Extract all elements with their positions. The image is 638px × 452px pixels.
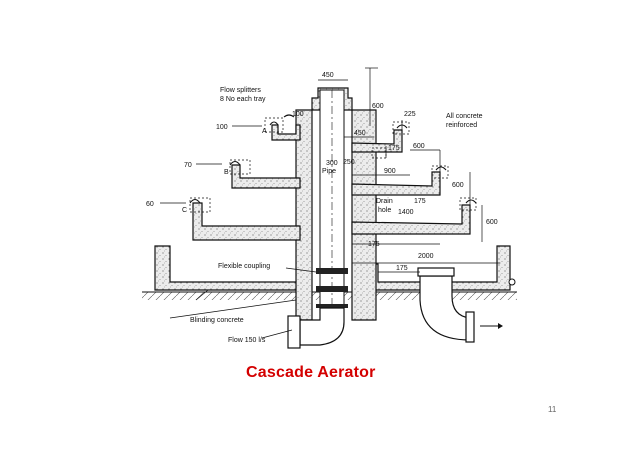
label-flow-splitters-1: Flow splitters	[220, 87, 261, 94]
tray-c-left	[192, 202, 301, 241]
dim-100-a: 100	[292, 111, 304, 118]
tray-a-left	[271, 124, 301, 141]
label-blinding-concrete: Blinding concrete	[190, 317, 244, 324]
label-drain-2: hole	[378, 207, 391, 214]
label-tray-c: C	[182, 207, 187, 214]
label-pipe-word: Pipe	[322, 168, 336, 175]
dim-600-r2: 600	[452, 182, 464, 189]
dimension-lines	[160, 67, 500, 339]
label-all-concrete-2: reinforced	[446, 122, 477, 129]
page-number: 11	[548, 405, 557, 414]
dim-60: 60	[146, 201, 154, 208]
dim-1400: 1400	[398, 209, 414, 216]
outlet-pipe	[417, 267, 516, 343]
dim-100-gap: 100	[216, 124, 228, 131]
label-tray-b: B	[224, 169, 229, 176]
tray-b-left	[231, 164, 301, 189]
dim-175-b: 175	[414, 198, 426, 205]
dim-250: 250	[343, 159, 355, 166]
label-drain-1: Drain	[376, 198, 393, 205]
dim-450-mid: 450	[354, 130, 366, 137]
dim-600-r3: 600	[486, 219, 498, 226]
dim-225: 225	[404, 111, 416, 118]
dim-600-top: 600	[372, 103, 384, 110]
dim-175-c: 175	[368, 241, 380, 248]
dim-600-r1: 600	[413, 143, 425, 150]
label-all-concrete-1: All concrete	[446, 113, 483, 120]
inlet-pipe	[316, 89, 348, 321]
dim-70: 70	[184, 162, 192, 169]
inlet-elbow	[287, 307, 345, 349]
dim-2000: 2000	[418, 253, 434, 260]
cascade-aerator-diagram: Flow splitters 8 No each tray All concre…	[142, 67, 517, 349]
label-flow-splitters-2: 8 No each tray	[220, 96, 266, 103]
label-flow: Flow 150 l/s	[228, 337, 266, 344]
dim-900: 900	[384, 168, 396, 175]
dim-450-top: 450	[322, 72, 334, 79]
slide-caption: Cascade Aerator	[246, 364, 376, 381]
flow-splitters	[189, 114, 477, 204]
dim-175-d: 175	[396, 265, 408, 272]
dim-175-a: 175	[388, 145, 400, 152]
label-pipe-300: 300	[326, 160, 338, 167]
label-flexible-coupling: Flexible coupling	[218, 263, 270, 270]
label-tray-a: A	[262, 128, 267, 135]
